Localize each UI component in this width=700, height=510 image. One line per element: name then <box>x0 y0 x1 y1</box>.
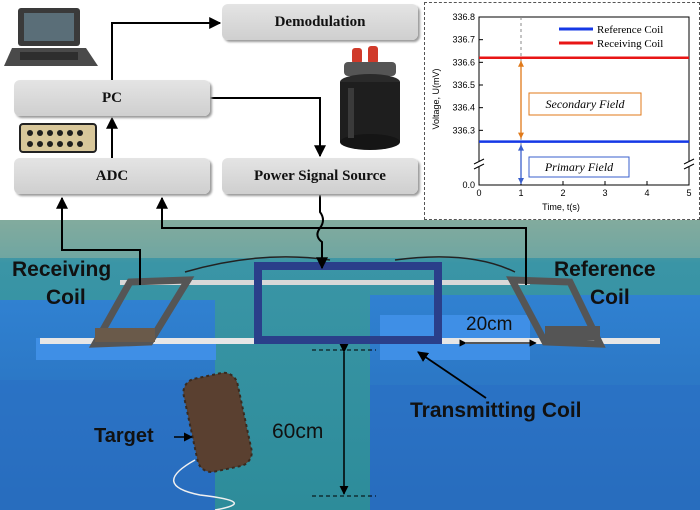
laptop-illustration <box>4 8 98 66</box>
receiving-coil-label-line1: Receiving <box>12 258 112 281</box>
pointer-transmitting <box>417 351 487 399</box>
arrow-reference-to-adc <box>156 196 527 285</box>
arrow-pc-to-power <box>210 97 326 158</box>
demodulation-block: Demodulation <box>222 4 418 40</box>
axis-break-gap-1 <box>684 161 694 167</box>
primary-arrow-head-top <box>518 144 524 151</box>
legend-label-0: Reference Coil <box>597 24 663 36</box>
y-tick-label: 336.8 <box>452 12 475 22</box>
primary-arrow-head-bottom <box>518 178 524 184</box>
power-signal-source-block: Power Signal Source <box>222 158 418 194</box>
primary-field-box <box>528 156 630 178</box>
chart-plot-frame <box>478 16 690 186</box>
distance-20cm-label: 20cm <box>466 314 513 335</box>
arrow-power-to-transmitting <box>316 195 328 270</box>
x-tick-label: 3 <box>602 188 607 198</box>
axis-break-gap-0 <box>474 161 484 167</box>
target-object <box>182 371 253 473</box>
x-tick-label: 5 <box>686 188 691 198</box>
secondary-arrow-head-top <box>518 60 524 67</box>
x-axis-label: Time, t(s) <box>542 202 580 212</box>
distance-60cm-label: 60cm <box>272 420 324 443</box>
legend-label-1: Receiving Coil <box>597 38 663 50</box>
y-tick-label: 336.5 <box>452 80 475 90</box>
y-tick-label: 336.4 <box>452 103 475 113</box>
axis-break-mark-a-0 <box>473 158 485 165</box>
y-tick-label: 0.0 <box>462 180 475 190</box>
transmitting-coil-frame <box>254 262 442 344</box>
y-tick-label: 336.6 <box>452 57 475 67</box>
x-tick-label: 0 <box>476 188 481 198</box>
axis-break-mark-b-0 <box>473 163 485 170</box>
reference-coil-frame <box>506 276 606 348</box>
receiving-coil-label-line2: Coil <box>46 286 86 309</box>
x-tick-label: 4 <box>644 188 649 198</box>
signal-source-illustration <box>340 46 400 150</box>
secondary-field-label: Secondary Field <box>546 97 626 111</box>
reference-coil-label-line2: Coil <box>590 286 630 309</box>
transmitting-coil-label: Transmitting Coil <box>410 399 582 422</box>
rail-back <box>120 280 530 285</box>
secondary-arrow-head-bottom <box>518 132 524 139</box>
primary-field-label: Primary Field <box>544 160 614 174</box>
y-tick-label: 336.7 <box>452 35 475 45</box>
arrow-receiving-to-adc <box>56 196 141 285</box>
experiment-photo <box>0 220 700 510</box>
axis-break-mark-a-1 <box>683 158 695 165</box>
reference-coil-label-line1: Reference <box>554 258 656 281</box>
arrow-pc-to-demodulation <box>111 17 222 80</box>
x-tick-label: 2 <box>560 188 565 198</box>
secondary-field-box <box>528 92 642 116</box>
right-container <box>370 295 700 510</box>
axis-break-mark-b-1 <box>683 163 695 170</box>
daq-device-illustration <box>19 123 97 153</box>
y-tick-label: 336.3 <box>452 125 475 135</box>
target-label: Target <box>94 425 154 447</box>
pc-block: PC <box>14 80 210 116</box>
adc-block: ADC <box>14 158 210 194</box>
x-tick-label: 1 <box>518 188 523 198</box>
y-axis-label: Voltage, U(mV) <box>431 68 441 129</box>
voltage-chart: 336.3 336.4 336.5 336.6 336.7 336.8 0.00 1 2 3 4 5T… <box>431 12 695 212</box>
receiving-coil-frame <box>88 276 195 348</box>
